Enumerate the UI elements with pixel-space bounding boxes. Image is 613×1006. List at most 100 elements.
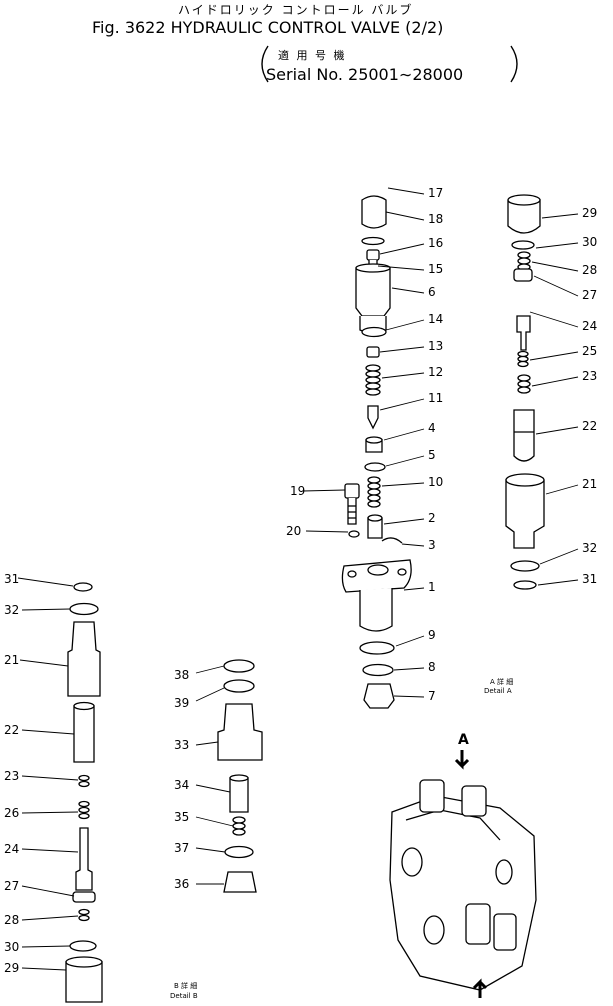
callout-leader-left-column-29 bbox=[21, 967, 67, 971]
part-3-clip bbox=[381, 537, 403, 544]
callout-main-6: 6 bbox=[428, 285, 436, 299]
callout-detail-b-34: 34 bbox=[174, 778, 189, 792]
callout-leader-main-12 bbox=[381, 372, 425, 379]
part-21-housing-a bbox=[505, 479, 545, 549]
part-23-spring-a bbox=[517, 374, 531, 394]
main-assembly-drawings bbox=[341, 195, 412, 709]
callout-leader-main-4 bbox=[383, 428, 425, 441]
callout-leader-detail-b-38 bbox=[195, 665, 225, 674]
callout-main-15: 15 bbox=[428, 262, 443, 276]
callout-left-column-28: 28 bbox=[4, 913, 19, 927]
part-35-spring bbox=[232, 816, 246, 836]
part-23-spring-l bbox=[78, 774, 90, 788]
callout-leader-main-3 bbox=[401, 543, 425, 547]
detail-b-caption-jp: B 詳 細 bbox=[174, 981, 197, 990]
callout-leader-main-8 bbox=[393, 667, 425, 671]
part-16-nut bbox=[366, 249, 380, 261]
callout-leader-detail-a-right-29 bbox=[541, 213, 579, 219]
callout-main-12: 12 bbox=[428, 365, 443, 379]
view-arrow-a: A bbox=[454, 732, 470, 770]
callout-leader-detail-b-35 bbox=[195, 816, 234, 827]
serial-open-paren bbox=[261, 45, 269, 83]
callout-leader-left-column-30 bbox=[21, 945, 71, 948]
callout-main-9: 9 bbox=[428, 628, 436, 642]
callout-leader-main-2 bbox=[383, 518, 425, 525]
callout-leader-left-column-24 bbox=[21, 848, 79, 853]
callout-main-1: 1 bbox=[428, 580, 436, 594]
callout-leader-detail-b-39 bbox=[195, 687, 225, 702]
part-14-oring bbox=[361, 326, 387, 338]
callout-leader-left-column-32 bbox=[21, 608, 71, 611]
callout-leader-left-column-31 bbox=[17, 577, 74, 587]
callout-detail-b-37: 37 bbox=[174, 841, 189, 855]
part-12-spring bbox=[365, 364, 381, 396]
part-25-spring-a bbox=[517, 350, 529, 368]
part-27-retainer-l bbox=[72, 891, 96, 903]
callout-detail-a-right-32: 32 bbox=[582, 541, 597, 555]
part-5-oring bbox=[364, 462, 386, 472]
part-9-oring bbox=[359, 641, 395, 655]
part-13-plunger bbox=[366, 346, 380, 358]
callout-detail-a-right-31: 31 bbox=[582, 572, 597, 586]
callout-leader-main-17 bbox=[387, 187, 425, 195]
callout-leader-detail-a-right-23 bbox=[531, 376, 579, 387]
callout-left-column-22: 22 bbox=[4, 723, 19, 737]
part-29-cap-l bbox=[65, 961, 103, 1003]
callout-leader-left-column-27 bbox=[21, 885, 75, 897]
callout-left-column-23: 23 bbox=[4, 769, 19, 783]
callout-leader-main-18 bbox=[385, 211, 425, 221]
callout-detail-b-39: 39 bbox=[174, 696, 189, 710]
callout-leader-main-19 bbox=[302, 489, 346, 492]
callout-detail-a-right-29: 29 bbox=[582, 206, 597, 220]
callout-main-5: 5 bbox=[428, 448, 436, 462]
part-30-oring-a bbox=[511, 240, 535, 250]
callout-detail-a-right-21: 21 bbox=[582, 477, 597, 491]
callout-leader-detail-a-right-21 bbox=[545, 484, 579, 495]
part-20-washer bbox=[348, 530, 360, 538]
part-8-oring bbox=[362, 663, 394, 677]
callout-left-column-24: 24 bbox=[4, 842, 19, 856]
part-17-cap bbox=[361, 195, 387, 229]
serial-close-paren bbox=[510, 45, 518, 83]
applicability-japanese: 適 用 号 機 bbox=[278, 48, 347, 62]
part-32-oring-l bbox=[69, 602, 99, 616]
part-33-housing bbox=[217, 703, 263, 761]
callout-main-19: 19 bbox=[290, 484, 305, 498]
callout-left-column-32: 32 bbox=[4, 603, 19, 617]
callout-detail-a-right-24: 24 bbox=[582, 319, 597, 333]
part-22-sleeve-l bbox=[73, 705, 95, 763]
part-28-spring-l bbox=[78, 908, 90, 922]
callout-leader-main-20 bbox=[305, 530, 349, 533]
part-32-oring-a bbox=[510, 560, 540, 572]
part-31-oring-a bbox=[513, 580, 537, 590]
callout-leader-detail-a-right-22 bbox=[535, 426, 579, 435]
part-37-oring bbox=[224, 845, 254, 859]
callout-left-column-27: 27 bbox=[4, 879, 19, 893]
callout-leader-detail-a-right-31 bbox=[537, 579, 579, 586]
callout-leader-detail-b-33 bbox=[195, 741, 219, 746]
callout-left-column-21: 21 bbox=[4, 653, 19, 667]
callout-leader-detail-a-right-32 bbox=[539, 548, 579, 565]
callout-leader-main-15 bbox=[377, 265, 425, 271]
callout-main-14: 14 bbox=[428, 312, 443, 326]
callout-left-column-29: 29 bbox=[4, 961, 19, 975]
callout-leader-main-13 bbox=[379, 346, 425, 353]
callout-leader-left-column-28 bbox=[21, 915, 79, 921]
callout-main-7: 7 bbox=[428, 689, 436, 703]
callout-leader-left-column-26 bbox=[21, 811, 79, 814]
part-26-spring-l bbox=[78, 800, 90, 820]
part-31-oring-l bbox=[73, 582, 93, 592]
callout-main-8: 8 bbox=[428, 660, 436, 674]
callout-leader-main-14 bbox=[385, 319, 425, 331]
callout-main-16: 16 bbox=[428, 236, 443, 250]
part-24-spool-a bbox=[516, 315, 531, 351]
part-39-oring bbox=[223, 679, 255, 693]
part-11-poppet bbox=[367, 405, 379, 430]
callout-leader-detail-a-right-25 bbox=[529, 351, 579, 361]
part-10-spring bbox=[367, 476, 381, 508]
callout-leader-main-5 bbox=[385, 455, 425, 467]
callout-leader-main-6 bbox=[391, 287, 425, 294]
callout-leader-main-1 bbox=[403, 587, 425, 591]
callout-left-column-30: 30 bbox=[4, 940, 19, 954]
callout-detail-a-right-27: 27 bbox=[582, 288, 597, 302]
